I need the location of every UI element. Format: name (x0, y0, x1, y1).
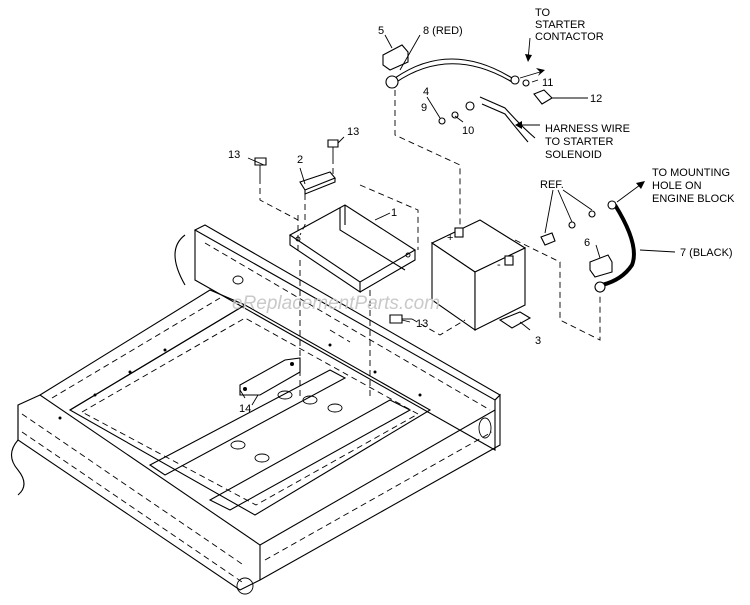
watermark: eReplacementParts.com (232, 293, 440, 314)
battery-minus: - (497, 259, 501, 271)
dashed-guide-lines (259, 90, 601, 400)
callout-10: 10 (462, 125, 474, 137)
label-to-starter-line2: STARTER (535, 19, 585, 31)
label-harness-line3: SOLENOID (545, 149, 602, 161)
label-mounting-line1: TO MOUNTING (652, 167, 730, 179)
label-harness-line1: HARNESS WIRE (545, 123, 630, 135)
label-to-starter-line1: TO (535, 7, 551, 19)
battery-plus: + (447, 232, 453, 244)
callout-12: 12 (590, 93, 602, 105)
callout-5: 5 (378, 25, 384, 37)
leader-lines (239, 34, 676, 399)
part-7-black-cable (540, 200, 636, 293)
label-harness-line2: TO STARTER (545, 136, 614, 148)
callout-14: 14 (239, 403, 251, 415)
callout-2: 2 (297, 154, 303, 166)
callout-13-right: 13 (416, 318, 428, 330)
label-ref: REF. (540, 179, 564, 191)
callout-3: 3 (535, 335, 541, 347)
base-frame (10, 224, 501, 595)
callout-labels: TO STARTER CONTACTOR HARNESS WIRE TO STA… (228, 7, 735, 415)
part-2-clamp (299, 171, 336, 195)
label-to-starter-line3: CONTACTOR (535, 31, 604, 43)
label-mounting-line3: ENGINE BLOCK (652, 193, 735, 205)
callout-13-left: 13 (228, 149, 240, 161)
callout-1: 1 (391, 207, 397, 219)
part-3-battery (430, 219, 532, 332)
callout-9: 9 (421, 102, 427, 114)
part-8-red-cable (385, 58, 520, 89)
callout-13-top: 13 (347, 126, 359, 138)
part-5-boot (382, 44, 409, 71)
label-mounting-line2: HOLE ON (652, 180, 702, 192)
label-black-cable: 7 (BLACK) (680, 247, 733, 259)
label-red-cable: 8 (RED) (423, 25, 463, 37)
harness-parts (438, 79, 553, 143)
rivet-dots (58, 343, 422, 420)
callout-11: 11 (542, 77, 553, 89)
callout-6: 6 (584, 237, 590, 249)
part-1-battery-tray (288, 204, 417, 294)
part-14-bracket (239, 357, 301, 406)
callout-4: 4 (423, 86, 429, 98)
part-13-bolts (254, 139, 412, 324)
